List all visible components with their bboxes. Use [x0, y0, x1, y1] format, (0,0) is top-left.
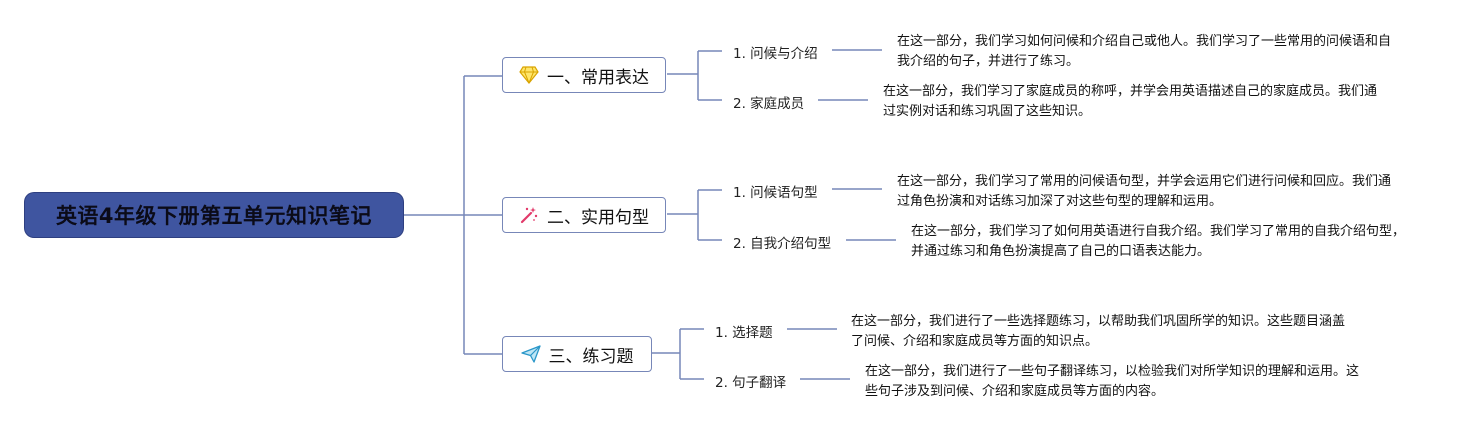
subtopic-label: 2. 句子翻译 [715, 375, 787, 391]
subtopic-label: 1. 问候语句型 [733, 185, 818, 201]
note-greeting-intro: 在这一部分，我们学习如何问候和介绍自己或他人。我们学习了一些常用的问候语和自我介… [897, 34, 1392, 69]
magic-wand-icon [519, 205, 539, 225]
root-title: 英语4年级下册第五单元知识笔记 [55, 204, 373, 228]
branch-label: 三、练习题 [548, 346, 634, 367]
branch-label: 一、常用表达 [547, 67, 649, 88]
subtopic-family-members[interactable]: 2. 家庭成员 [733, 92, 804, 112]
branch-2-fork [667, 189, 722, 241]
note-sentence-translation: 在这一部分，我们进行了一些句子翻译练习，以检验我们对所学知识的理解和运用。这些句… [865, 364, 1360, 399]
subtopic-label: 1. 问候与介绍 [733, 46, 818, 62]
subtopic-greeting-sentences[interactable]: 1. 问候语句型 [733, 181, 818, 201]
subtopic-greeting-intro[interactable]: 1. 问候与介绍 [733, 42, 818, 62]
branch-3-fork [652, 328, 704, 380]
branch-1-fork [667, 50, 722, 101]
subtopic-label: 2. 家庭成员 [733, 96, 805, 112]
subtopic-label: 2. 自我介绍句型 [733, 236, 832, 252]
subtopic-self-intro-sentences[interactable]: 2. 自我介绍句型 [733, 232, 831, 252]
branch-practical-sentences[interactable]: 二、实用句型 [502, 197, 666, 233]
subtopic-sentence-translation[interactable]: 2. 句子翻译 [715, 371, 786, 391]
note-multiple-choice: 在这一部分，我们进行了一些选择题练习，以帮助我们巩固所学的知识。这些题目涵盖了问… [851, 314, 1346, 349]
note-greeting-sentences: 在这一部分，我们学习了常用的问候语句型，并学会运用它们进行问候和回应。我们通过角… [897, 174, 1392, 209]
diamond-icon [519, 65, 539, 85]
branch-exercises[interactable]: 三、练习题 [502, 336, 652, 372]
paper-plane-icon [520, 344, 541, 364]
branch-label: 二、实用句型 [547, 207, 649, 228]
subtopic-label: 1. 选择题 [715, 325, 773, 341]
root-topic[interactable]: 英语4年级下册第五单元知识笔记 [25, 193, 403, 237]
subtopic-multiple-choice[interactable]: 1. 选择题 [715, 321, 773, 341]
note-self-intro-sentences: 在这一部分，我们学习了如何用英语进行自我介绍。我们学习了常用的自我介绍句型，并通… [911, 224, 1406, 259]
note-family-members: 在这一部分，我们学习了家庭成员的称呼，并学会用英语描述自己的家庭成员。我们通过实… [883, 84, 1378, 119]
branch-common-expressions[interactable]: 一、常用表达 [502, 57, 666, 93]
